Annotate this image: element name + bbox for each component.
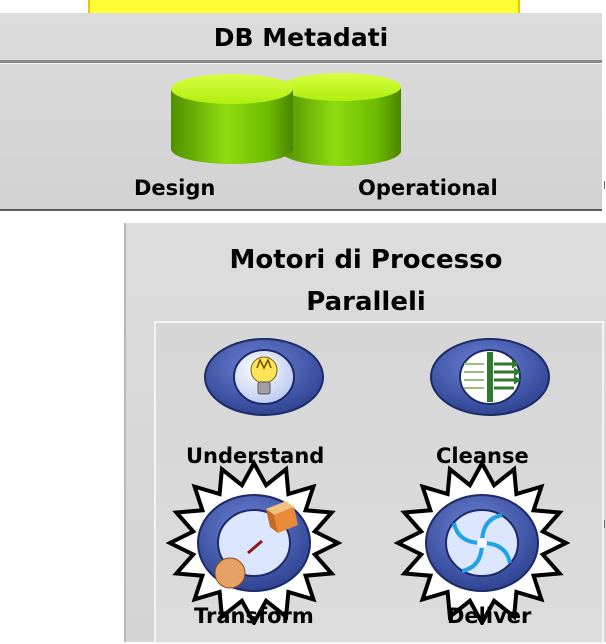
db-panel-title: DB Metadati <box>213 23 389 52</box>
cleanse-button[interactable] <box>428 336 552 418</box>
lightbulb-icon <box>250 356 278 395</box>
database-cylinders-icon <box>171 73 401 166</box>
design-label: Design <box>134 176 216 200</box>
understand-button[interactable] <box>202 336 326 418</box>
db-panel-divider <box>0 60 602 64</box>
highlight-strip <box>88 0 520 13</box>
db-metadata-panel: DB Metadati Design Operational <box>0 13 602 211</box>
filter-arrows-icon <box>464 352 521 402</box>
cylinder-operational <box>281 73 401 166</box>
edge-tick <box>604 520 605 528</box>
cylinder-design <box>171 74 293 164</box>
deliver-button[interactable] <box>394 455 570 625</box>
motori-title-line1: Motori di Processo <box>229 245 503 275</box>
transform-label: Transform <box>194 604 314 628</box>
process-engines-panel: Motori di Processo Paralleli <box>124 223 606 644</box>
edge-tick <box>604 181 605 189</box>
sphere-to-cube-icon <box>214 501 298 589</box>
transform-button[interactable] <box>166 455 342 625</box>
operational-label: Operational <box>358 176 498 200</box>
swirl-arrows-icon <box>452 513 512 573</box>
motori-title-line2: Paralleli <box>306 287 426 317</box>
deliver-label: Deliver <box>447 604 532 628</box>
